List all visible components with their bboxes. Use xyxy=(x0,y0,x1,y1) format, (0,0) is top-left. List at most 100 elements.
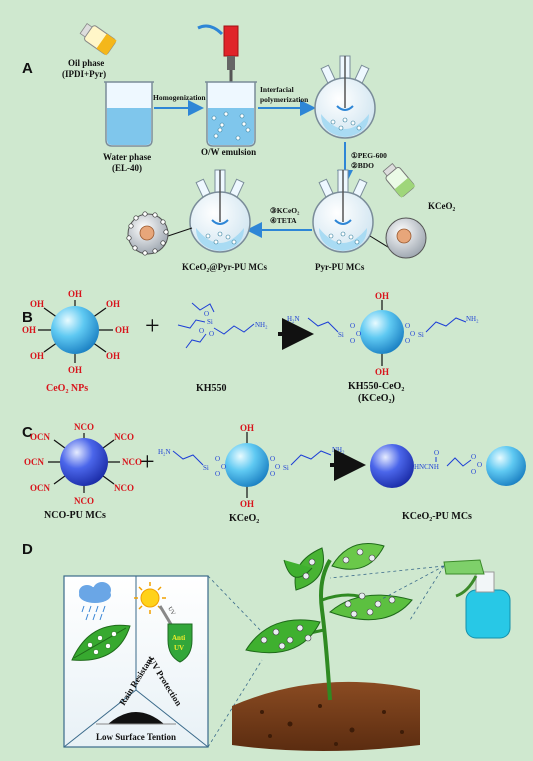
product-nh2: NH₂ xyxy=(466,315,479,323)
reagent-1: ①PEG-600 xyxy=(351,151,387,160)
kceo2-oh-top: OH xyxy=(240,423,254,433)
oh-group-left: OH xyxy=(22,325,36,335)
kceo2-pu-label: KCeO₂-PU MCs xyxy=(402,511,472,522)
callout-line-kceo2 xyxy=(167,227,193,237)
plant-stem xyxy=(319,558,332,701)
urea-o: O xyxy=(434,449,439,457)
oil-phase-components: (IPDI+Pyr) xyxy=(62,69,106,79)
link-o2: O xyxy=(471,468,476,476)
kceo2-pyr-pu-label: KCeO₂@Pyr-PU MCs xyxy=(182,262,267,272)
kceo2-h2n: H₂N xyxy=(158,448,171,456)
nco-bottom: NCO xyxy=(74,496,94,506)
kceo2-o-l1: O xyxy=(215,455,220,463)
product-o-r1: O xyxy=(405,322,410,330)
nco-br: NCO xyxy=(114,483,134,493)
link-o3: O xyxy=(477,461,482,469)
ceo2-oh-groups: OH OH OH OH OH OH OH OH xyxy=(22,289,129,375)
kh550-label: KH550 xyxy=(196,383,227,394)
ceo2-nps-label: CeO₂ NPs xyxy=(46,383,88,394)
oh-group-tr: OH xyxy=(106,299,120,309)
ocn-left: OCN xyxy=(24,457,45,467)
rain-cloud-icon xyxy=(79,582,111,621)
soil-texture xyxy=(260,704,404,746)
panel-a-label: A xyxy=(22,60,33,77)
kceo2-oh-bottom: OH xyxy=(240,499,254,509)
nco-tr: NCO xyxy=(114,432,134,442)
oh-group-top: OH xyxy=(68,289,82,299)
low-surface-label: Low Surface Tention xyxy=(96,732,176,742)
water-phase-components: (EL-40) xyxy=(112,163,142,173)
kceo2-o-l3: O xyxy=(221,463,226,471)
kceo2-si-left: Si xyxy=(203,464,209,472)
flask-polymerization xyxy=(314,55,376,139)
oh-group-bottom: OH xyxy=(68,365,82,375)
kceo2-reactant: OH OH Si O O O H₂N Si O O O NH₂ xyxy=(158,423,345,509)
nco-top: NCO xyxy=(74,422,94,432)
reagent-2: ②BDO xyxy=(351,161,374,170)
ocn-bl: OCN xyxy=(30,483,51,493)
kh550-o1: O xyxy=(204,310,209,318)
anti-uv-1: Anti xyxy=(172,634,185,642)
kh550-si: Si xyxy=(207,318,213,326)
properties-inset: UV Anti UV Rain Resistant UV Protection … xyxy=(63,575,209,748)
kceo2-o-r3: O xyxy=(275,463,280,471)
kceo2-o-r1: O xyxy=(270,455,275,463)
kh550-ceo2-product: OH OH Si O O O H₂N Si O O O NH₂ xyxy=(287,291,479,377)
kceo2-add-label: KCeO₂ xyxy=(428,201,455,211)
droplet-icon xyxy=(108,712,164,724)
shield-icon: Anti UV xyxy=(167,623,193,663)
flask-pyr-pu xyxy=(312,169,374,253)
microcapsules-on-leaves xyxy=(260,548,396,650)
anti-uv-2: UV xyxy=(174,644,184,652)
reagent-3: ③KCeO₂ xyxy=(270,206,300,215)
step-interfacial-2: polymerization xyxy=(260,95,309,104)
kh550-molecule: Si O O O NH₂ xyxy=(177,302,268,349)
uv-label: UV xyxy=(166,606,176,617)
zoom-lines xyxy=(207,575,263,748)
water-phase-beaker xyxy=(104,81,154,147)
product-o-r2: O xyxy=(405,337,410,345)
kceo2-label: KCeO₂ xyxy=(229,513,259,524)
ow-emulsion-beaker xyxy=(205,81,257,147)
pyr-pu-microcapsule xyxy=(385,217,427,259)
oh-group-right: OH xyxy=(115,325,129,335)
ceo2-nanoparticle xyxy=(38,300,113,363)
product-si-left: Si xyxy=(338,331,344,339)
kceo2-vial xyxy=(382,163,416,198)
product-o-r3: O xyxy=(410,330,415,338)
product-oh-bottom: OH xyxy=(375,367,389,377)
panel-c-label: C xyxy=(22,424,33,441)
plus-c: + xyxy=(140,447,155,476)
product-o-l3: O xyxy=(356,330,361,338)
uv-arrow xyxy=(158,605,174,627)
reagent-4: ④TETA xyxy=(270,216,297,225)
nco-pu-microcapsule: NCO NCO NCO NCO NCO OCN OCN OCN xyxy=(24,422,142,506)
ow-emulsion-label: O/W emulsion xyxy=(201,147,256,157)
spray-lines xyxy=(329,565,445,621)
oh-group-tl: OH xyxy=(30,299,44,309)
product-label-1: KH550-CeO₂ xyxy=(348,381,404,392)
kceo2-si-right: Si xyxy=(283,464,289,472)
oh-group-bl: OH xyxy=(30,351,44,361)
product-o-l1: O xyxy=(350,322,355,330)
panel-b-label: B xyxy=(22,309,33,326)
product-h2n: H₂N xyxy=(287,315,300,323)
product-oh-top: OH xyxy=(375,291,389,301)
step-homogenization: Homogenization xyxy=(153,93,206,102)
nco-pu-label: NCO-PU MCs xyxy=(44,510,106,521)
plant-leaves xyxy=(245,543,413,654)
kh550-o3: O xyxy=(209,330,214,338)
product-o-l2: O xyxy=(350,337,355,345)
kceo2-nh2: NH₂ xyxy=(332,446,345,454)
pyr-pu-label: Pyr-PU MCs xyxy=(315,262,365,272)
product-label-2: (KCeO₂) xyxy=(358,393,395,404)
spray-bottle-icon xyxy=(443,559,511,639)
water-phase-label: Water phase xyxy=(103,152,151,162)
kceo2-o-r2: O xyxy=(270,470,275,478)
flask-kceo2-pyr-pu xyxy=(189,169,251,253)
product-si-right: Si xyxy=(418,331,424,339)
step-interfacial-1: Interfacial xyxy=(260,85,294,94)
ocn-tl: OCN xyxy=(30,432,51,442)
oil-phase-bottle xyxy=(79,23,117,56)
